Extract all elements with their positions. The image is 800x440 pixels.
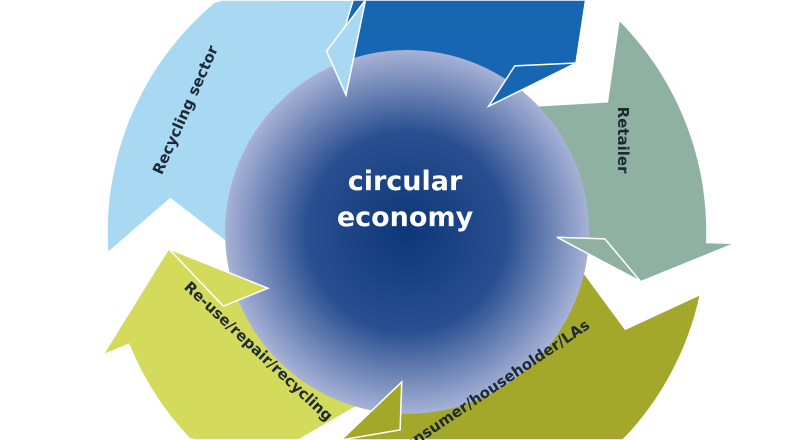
center-circle [225,50,589,414]
center-title-line2: economy [337,202,474,233]
label-retailer: Retailer [614,107,632,174]
center-title-line1: circular [348,166,463,197]
arrowhead-top [486,62,577,109]
arrowhead-consumer [340,380,403,440]
arrowhead-retailer [556,236,642,283]
arrowhead-recycling-sector [325,0,367,98]
arrowhead-reuse [168,248,270,308]
